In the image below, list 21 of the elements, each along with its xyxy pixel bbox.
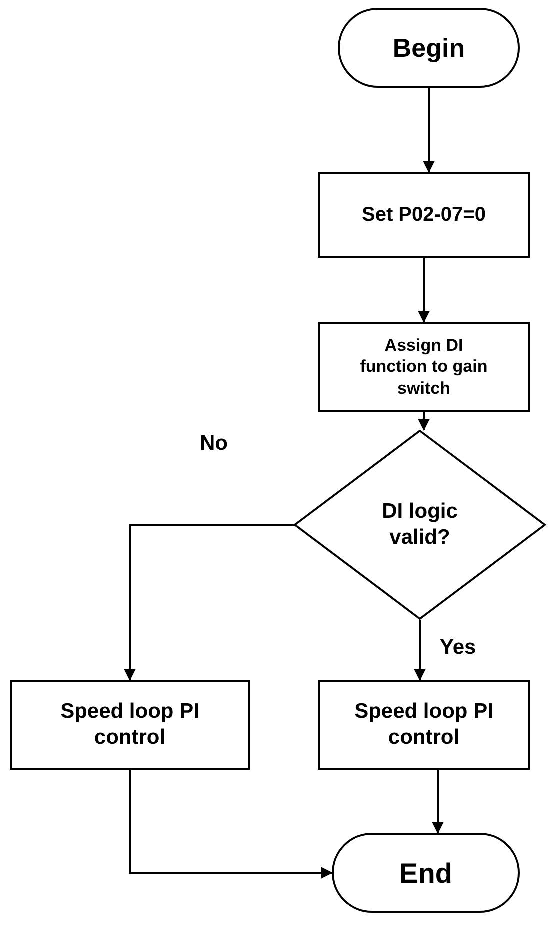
process-box bbox=[10, 680, 250, 770]
node-label: Speed loop PI control bbox=[60, 698, 200, 751]
process-box bbox=[318, 172, 530, 258]
arrow bbox=[423, 88, 435, 173]
arrow bbox=[124, 524, 294, 681]
node-label: End bbox=[400, 856, 452, 890]
process-box bbox=[318, 322, 530, 412]
decision-diamond bbox=[294, 430, 546, 620]
arrow bbox=[414, 620, 426, 681]
node-label: Assign DI function to gain switch bbox=[359, 335, 489, 399]
node-label: DI logic valid? bbox=[381, 498, 459, 551]
node-label: Set P02-07=0 bbox=[362, 202, 486, 228]
node-label: Speed loop PI control bbox=[354, 698, 494, 751]
node-label: Begin bbox=[392, 32, 466, 64]
arrow bbox=[432, 770, 444, 834]
process-box bbox=[318, 680, 530, 770]
arrow bbox=[129, 770, 333, 879]
arrow bbox=[418, 412, 430, 431]
terminal-shape bbox=[338, 8, 520, 88]
arrow bbox=[418, 258, 430, 323]
terminal-shape bbox=[332, 833, 520, 913]
